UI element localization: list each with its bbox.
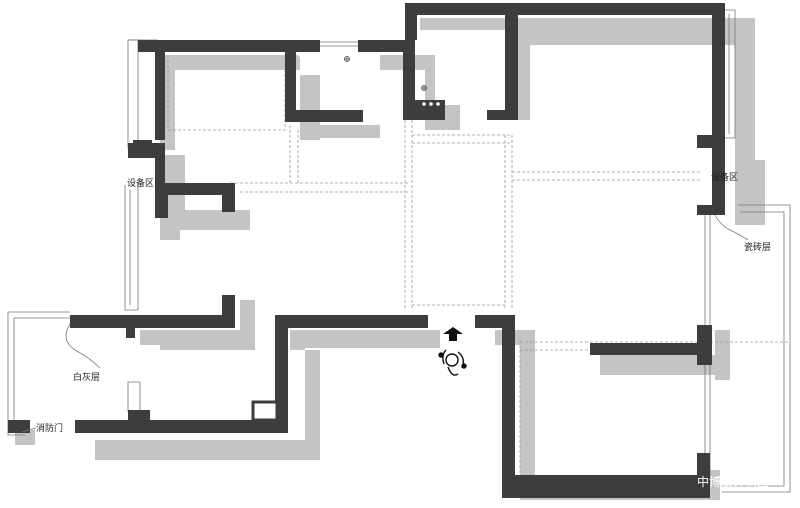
walls [8, 3, 725, 498]
wall-fire-door-block [8, 420, 30, 433]
wall-left-column [128, 143, 235, 218]
door-frame-bottom [127, 381, 141, 412]
window-right-top-frame [725, 9, 736, 139]
wall-top-left [133, 40, 363, 150]
outline-lines [7, 9, 791, 493]
balcony-bottom-left-outline-2 [13, 317, 70, 428]
wall-right-nook [697, 135, 725, 215]
watermark-text: 中博装饰供图 [697, 474, 769, 489]
leader-fire-door [21, 427, 37, 433]
label-tile-layer: 瓷砖层 [744, 241, 771, 253]
shadow-bottom-left [15, 430, 35, 445]
window-frame-top-left [127, 39, 139, 149]
leader-tile-layer [714, 214, 749, 241]
shadow-mid-wall [140, 330, 255, 350]
wall-inner-partition [590, 325, 712, 365]
balcony-left-outline [124, 185, 139, 311]
balcony-right-outline [722, 204, 791, 493]
leader-lime-layer [65, 323, 101, 369]
walking-person-icon [438, 349, 467, 376]
socket-icon [344, 56, 427, 91]
wall-corridor [75, 315, 428, 433]
balcony-right-outline-2 [722, 211, 785, 487]
wall-kitchen [358, 40, 445, 120]
shadow-balcony-area [240, 300, 255, 330]
shadow-corridor [95, 330, 440, 460]
wall-lower-right [475, 315, 710, 498]
shadow-left-column [160, 155, 250, 240]
wall-middle-left [70, 295, 235, 338]
shadow-top-left-room [160, 55, 380, 150]
up-arrow-icon [443, 327, 463, 341]
shadow-inner-partition [600, 355, 720, 375]
label-equipment-zone-left: 设备区 [127, 177, 154, 189]
dash-kitchen-box [167, 55, 286, 131]
label-fire-door: 消防门 [36, 422, 63, 434]
shadow-right-strip [715, 330, 730, 380]
appliance-box [251, 400, 279, 422]
dashed-lines [167, 55, 790, 480]
label-equipment-zone-right: 设备区 [711, 171, 738, 183]
burner-dots-icon [298, 53, 440, 106]
label-lime-layer: 白灰层 [73, 371, 100, 383]
balcony-bottom-left-outline [7, 311, 70, 436]
